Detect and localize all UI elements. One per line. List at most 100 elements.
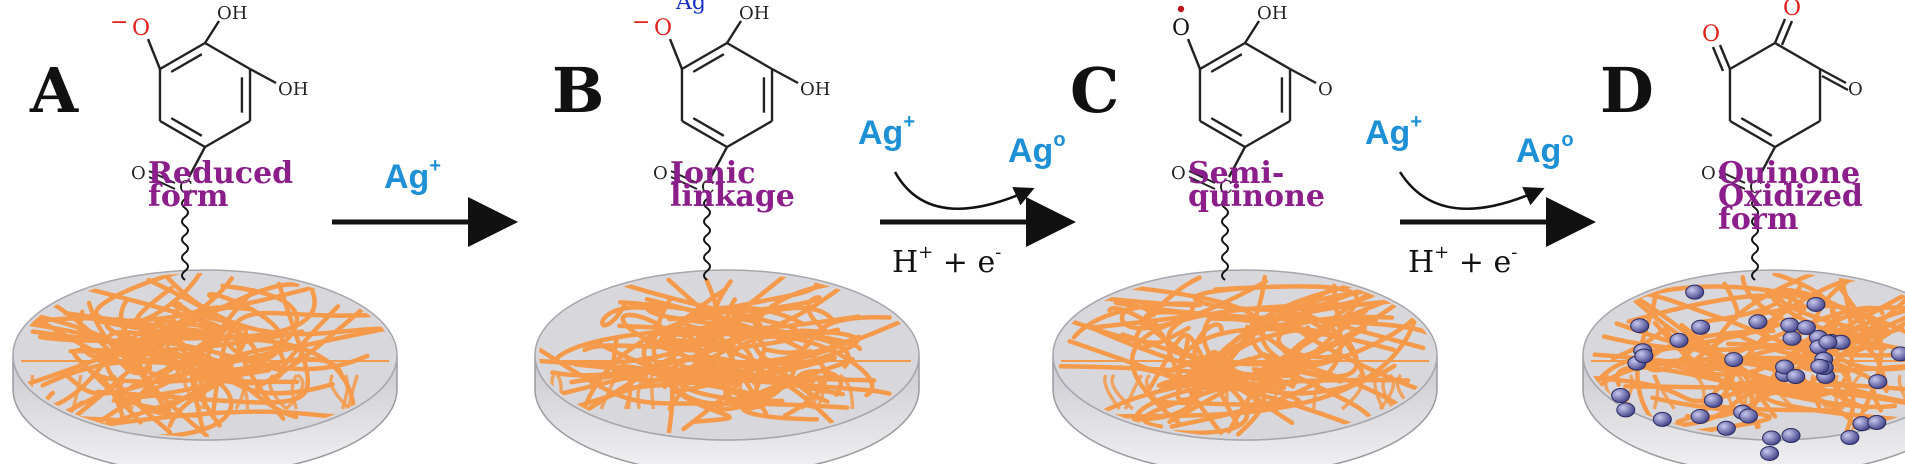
polymer-fiber (1763, 389, 1905, 423)
polymer-fiber (346, 374, 360, 410)
carbonyl-oxygen: O (1171, 163, 1186, 184)
benzene-ring (158, 41, 252, 149)
linker-chain (703, 198, 711, 281)
carbonyl-carbon: C (1749, 177, 1763, 198)
polymer-fiber (1269, 374, 1282, 410)
arrow2-reactant: Ag+ (858, 111, 915, 152)
phenolate-oxygen: O (1172, 16, 1190, 41)
silver-nanoparticle (1738, 408, 1758, 424)
polymer-fiber (800, 374, 816, 410)
polymer-fiber (600, 301, 665, 328)
polymer-fiber (196, 374, 208, 410)
benzene-ring (1728, 41, 1822, 149)
ring-double-bond (1210, 117, 1243, 137)
c-o-bond-right (1821, 74, 1849, 92)
polymer-fiber (651, 297, 732, 424)
silver-nanoparticle (1868, 374, 1888, 390)
polymer-fiber (234, 373, 246, 410)
silver-ion: Ag+ (675, 0, 719, 15)
carbonyl-double-bond (1188, 176, 1216, 190)
arrow3-reactant: Ag+ (1365, 111, 1422, 152)
polymer-fiber (1144, 373, 1167, 411)
carbonyl-double-bond (670, 170, 698, 184)
polymer-fiber (654, 327, 841, 390)
polymer-fiber (1250, 373, 1265, 411)
c-o-bond-right (249, 67, 277, 85)
polymer-fiber (620, 363, 877, 391)
radical-dot (1177, 5, 1185, 13)
polymer-fiber (710, 339, 812, 382)
carbonyl-double-bond (670, 176, 698, 190)
arrow-c-to-d: Ag+ Ago H+ + e- (1365, 111, 1596, 280)
silver-nanoparticle (1840, 429, 1860, 445)
c-o-bond (146, 38, 162, 70)
arrow1-reactant: Ag+ (384, 155, 441, 196)
silver-nanoparticle (1796, 319, 1816, 335)
polymer-fiber (623, 374, 633, 410)
polymer-fiber (1897, 374, 1905, 410)
hydroxyl-right: OH (800, 79, 830, 100)
polymer-fiber (1057, 290, 1203, 340)
polymer-fiber (649, 374, 655, 410)
silver-nanoparticle (1724, 352, 1744, 368)
polymer-fiber (1778, 296, 1891, 336)
polymer-fiber (1747, 374, 1766, 410)
polymer-fiber (838, 373, 855, 410)
benzene-ring (680, 41, 774, 149)
negative-charge: − (632, 10, 650, 35)
silver-nanoparticle (1611, 388, 1631, 404)
ring-bond (681, 119, 728, 149)
silver-nanoparticle (1781, 427, 1801, 443)
phenolate-oxygen: O (654, 16, 672, 41)
polymer-fiber (290, 373, 299, 410)
silver-nanoparticle (1806, 296, 1826, 312)
linker-chain (1221, 198, 1229, 281)
panel-letter: A (29, 54, 79, 127)
polymer-fiber (795, 368, 843, 404)
polymer-fiber (715, 363, 836, 412)
ring-bond (159, 41, 206, 71)
silver-nanoparticle (1685, 284, 1705, 300)
carbonyl-oxygen: O (653, 163, 668, 184)
polymer-fiber (1772, 373, 1797, 411)
carbonyl-bond (1711, 46, 1725, 72)
ring-to-carbonyl-bond (1227, 146, 1247, 178)
silver-nanoparticle (1782, 330, 1802, 346)
ring-bond (1199, 41, 1246, 71)
polymer-fiber (167, 357, 345, 429)
arrow3-product: Ago (1516, 129, 1574, 170)
polymer-fiber (746, 373, 762, 410)
polymer-fiber (1651, 373, 1660, 410)
carbonyl-bond (1780, 20, 1794, 46)
fiber-mesh (17, 273, 393, 437)
polymer-fiber (1225, 374, 1231, 410)
ring-bond (1729, 41, 1776, 71)
polymer-fiber (1141, 325, 1311, 429)
silver-nanoparticle (1691, 319, 1711, 335)
ring-bond (726, 41, 773, 71)
hydroxyl-top: OH (1257, 3, 1287, 24)
polymer-fiber (582, 274, 857, 353)
carbonyl-carbon: C (179, 177, 193, 198)
polymer-fiber (17, 302, 153, 373)
polymer-fiber (1772, 273, 1905, 373)
silver-nanoparticle (1760, 445, 1780, 461)
hydroxyl-right: O (1318, 79, 1333, 100)
polymer-fiber (106, 283, 300, 426)
c-o-bond-right (771, 67, 799, 85)
polymer-fiber (1209, 311, 1426, 351)
polymer-fiber (1092, 326, 1302, 407)
carbonyl-double-bond (1718, 170, 1746, 184)
polymer-fiber (182, 373, 204, 411)
ring-bond (204, 41, 251, 71)
panel-letter: B (552, 54, 604, 127)
polymer-fiber (1192, 273, 1394, 312)
ring-bond (1244, 119, 1291, 149)
polymer-fiber (814, 373, 825, 410)
c-o-bond-right (1289, 67, 1317, 85)
linker-chain (181, 198, 189, 281)
